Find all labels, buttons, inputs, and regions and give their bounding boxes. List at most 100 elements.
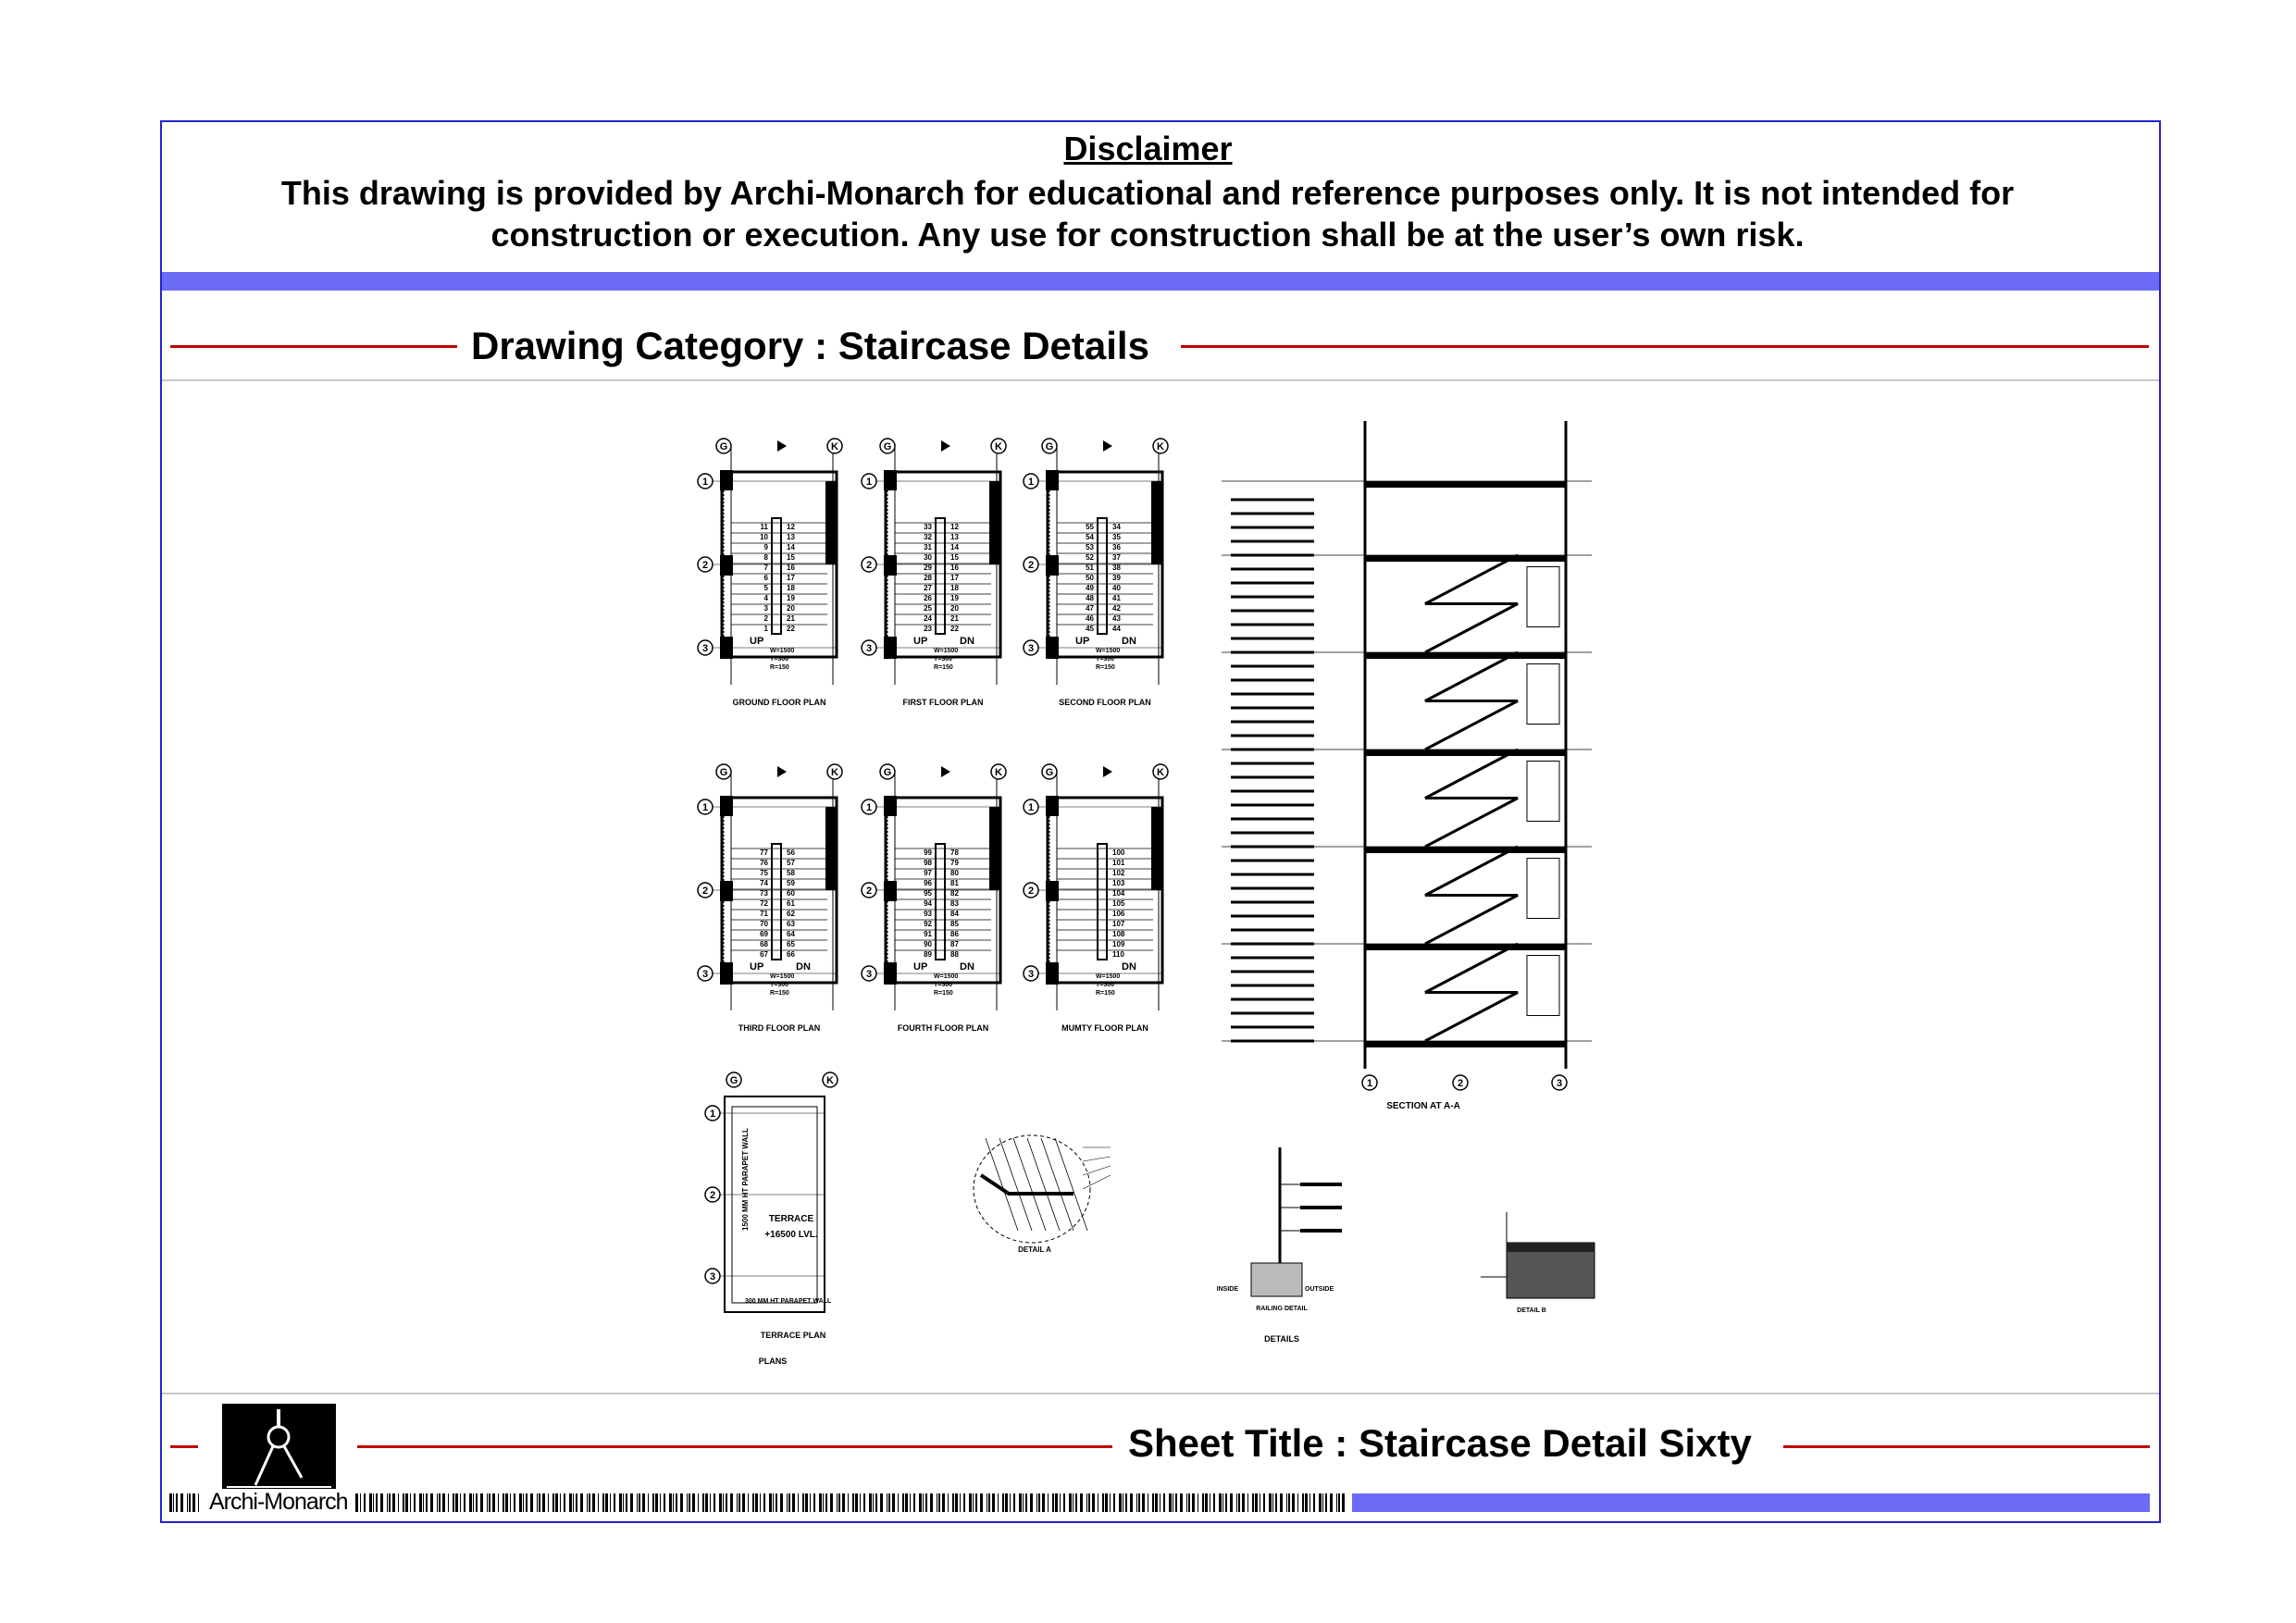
column [884,881,897,901]
grid-bubble-g: G [715,763,732,780]
barcode-bar [619,1493,622,1512]
barcode-bar [742,1493,745,1512]
floor-plan: 3332313029282726252423121314151617181920… [876,440,1002,707]
barcode-bar [1292,1493,1295,1512]
grid-bubble-row: 2 [704,1186,721,1203]
hatch [1012,1137,1047,1232]
barcode-bar [1238,1493,1240,1512]
step-number: 40 [1112,584,1121,592]
section-arrow-icon [1103,440,1112,452]
parapet-label: 300 MM HT PARAPET WALL [745,1298,832,1305]
step-number: 49 [1086,584,1094,592]
grid-bubble-k: K [1152,763,1169,780]
barcode-bar [1297,1493,1298,1512]
grid-bubble-g-label: G [720,767,728,778]
step-number: 34 [1112,523,1121,531]
details-label: DETAILS [1264,1334,1299,1344]
grid-bubble-row-label: 2 [702,560,708,571]
grid-bubble-g: G [879,438,896,454]
barcode-bar [605,1493,608,1512]
grid-bubble-k: K [822,1072,838,1088]
step-number: 95 [924,889,932,898]
disclaimer-text: This drawing is provided by Archi-Monarc… [222,172,2073,255]
grid-bubble-g-label: G [720,441,728,452]
barcode-bar [537,1493,538,1512]
section-grid-bubble: 3 [1551,1074,1568,1091]
barcode-bar [1005,1493,1008,1512]
step-number: 56 [787,849,795,857]
barcode-bar [192,1493,195,1512]
stair-note: W=1500 [770,648,794,654]
step-number: 103 [1112,879,1125,887]
barcode-bar [923,1493,924,1512]
stair-well [1097,517,1108,635]
step-number: 17 [950,574,959,582]
barcode-bar [455,1493,458,1512]
down-label: DN [960,961,974,973]
barcode-bar [655,1493,658,1512]
section-grid-bubble-label: 1 [1367,1078,1372,1089]
barcode-bar [723,1493,724,1512]
up-label: UP [750,961,763,973]
step-number: 14 [950,543,959,551]
barcode-bar [1225,1493,1227,1512]
barcode-bar [1202,1493,1204,1512]
barcode-bar [925,1493,927,1512]
step-number: 26 [924,594,932,602]
step-number: 13 [787,533,795,541]
grid-bubble-row: 2 [861,882,877,898]
parapet-label: 1500 MM HT PARAPET WALL [741,1128,750,1231]
step-number: 61 [787,899,795,908]
barcode-bar [410,1493,411,1512]
step-number: 15 [950,553,959,562]
hatch [985,1137,1019,1232]
barcode-bar [642,1493,645,1512]
step-number: 18 [787,584,795,592]
column [1151,481,1162,564]
grid-bubble-row: 2 [697,556,714,573]
barcode-bar [623,1493,624,1512]
grid-bubble-k: K [1152,438,1169,454]
column [884,796,897,816]
grid-bubble-g-label: G [884,767,892,778]
barcode-bar [1252,1493,1254,1512]
barcode-bar [988,1493,990,1512]
barcode-bar [773,1493,774,1512]
barcode-bar [1110,1493,1111,1512]
column [989,807,1000,890]
disclaimer-line-2: construction or execution. Any use for c… [490,216,1805,254]
step-number: 47 [1086,604,1094,613]
barcode-bar [426,1493,428,1512]
barcode-bar [555,1493,558,1512]
column [884,555,897,576]
barcode-bar [573,1493,574,1512]
barcode-bar [526,1493,527,1512]
step-number: 98 [924,859,932,867]
barcode-bar [453,1493,454,1512]
step-number: 42 [1112,604,1121,613]
grid-bubble-row: 1 [861,473,877,489]
grid-bubble-k: K [990,763,1007,780]
stair-note: R=150 [934,990,953,997]
barcode-bar [823,1493,824,1512]
step-number: 73 [760,889,768,898]
category-rule-left [170,345,457,348]
section-arrow-icon [941,766,950,777]
grid-bubble-g: G [879,763,896,780]
step-number: 57 [787,859,795,867]
barcode-bar [1036,1493,1037,1512]
barcode-bar [905,1493,908,1512]
barcode-bar [530,1493,533,1512]
barcode-bar [498,1493,499,1512]
barcode-strip [169,1493,1345,1512]
barcode-bar [380,1493,383,1512]
barcode-bar [930,1493,933,1512]
section-grid-bubble-label: 3 [1557,1078,1562,1089]
grid-bubble-row: 1 [697,799,714,815]
grid-bubble-row-label: 3 [702,643,708,654]
barcode-bar [852,1493,854,1512]
hatch [1040,1137,1074,1232]
step-number: 22 [950,625,959,633]
grid-bubble-row: 2 [1023,556,1039,573]
